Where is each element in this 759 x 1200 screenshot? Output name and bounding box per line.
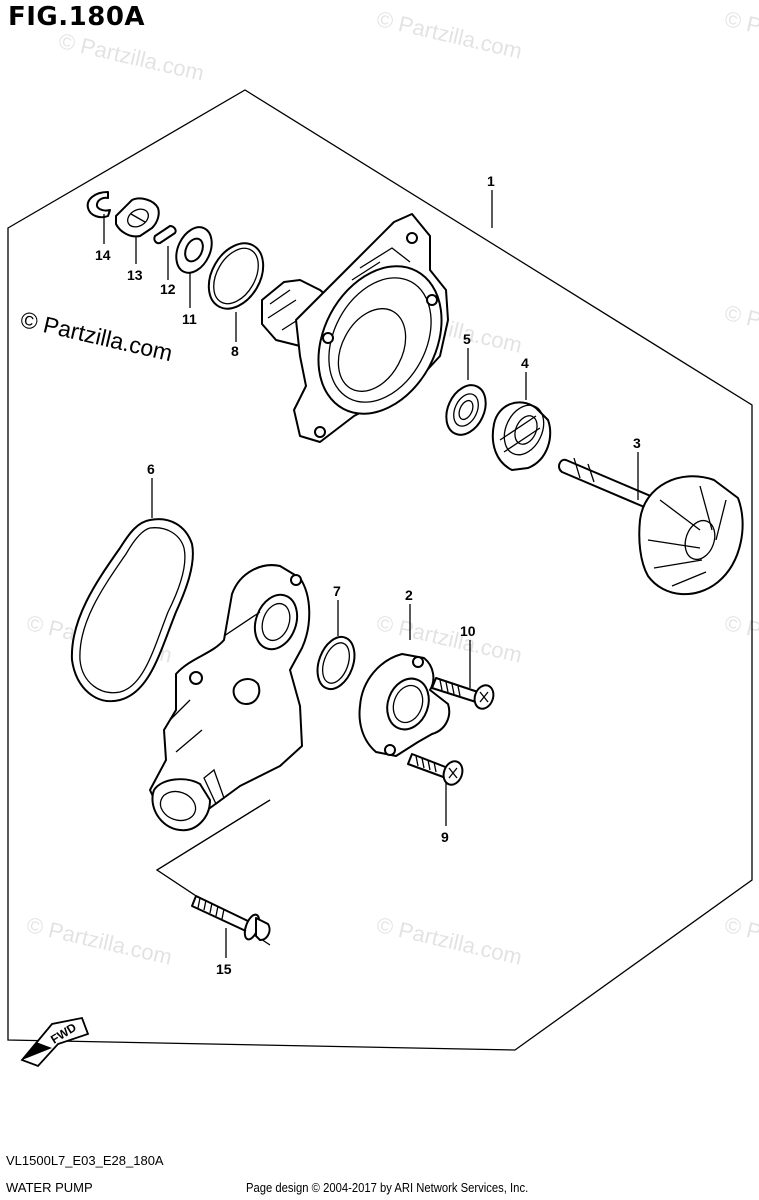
figure-title: FIG.180A [8,2,146,32]
mount-indicator-line [156,799,271,871]
callout-13: 13 [127,267,143,283]
callout-14: 14 [95,247,111,263]
callout-2: 2 [405,587,413,603]
fwd-arrow-icon: FWD [20,1016,90,1068]
part-mechanical-seal[interactable] [491,399,552,471]
callout-12: 12 [160,281,176,297]
part-screw-lower[interactable] [407,753,466,787]
callout-5: 5 [463,331,471,347]
callout-4: 4 [521,355,529,371]
callout-7: 7 [333,583,341,599]
callout-3: 3 [633,435,641,451]
figure-name: WATER PUMP [6,1180,93,1195]
part-screw-upper[interactable] [431,677,497,711]
part-e-clip[interactable] [86,191,111,219]
part-flange-bolt[interactable] [191,895,271,941]
callout-6: 6 [147,461,155,477]
part-coupling[interactable] [115,197,160,238]
callout-9: 9 [441,829,449,845]
part-washer[interactable] [169,221,218,278]
part-o-ring-large[interactable] [198,234,275,319]
part-pump-cover[interactable] [149,564,311,832]
part-gasket[interactable] [70,518,194,703]
figure-code: VL1500L7_E03_E28_180A [6,1153,164,1168]
callout-1: 1 [487,173,495,189]
part-pin[interactable] [153,225,177,245]
part-o-ring-small[interactable] [311,632,361,694]
assembly-frame [7,89,753,1051]
part-impeller-shaft[interactable] [558,457,744,595]
leader-lines [103,190,639,958]
callout-10: 10 [460,623,476,639]
callout-15: 15 [216,961,232,977]
part-pump-housing[interactable] [261,213,466,443]
callout-8: 8 [231,343,239,359]
part-oil-seal[interactable] [439,379,494,441]
page-credit: Page design © 2004-2017 by ARI Network S… [246,1181,529,1195]
callout-11: 11 [182,311,197,327]
part-outlet-cap[interactable] [358,653,451,757]
